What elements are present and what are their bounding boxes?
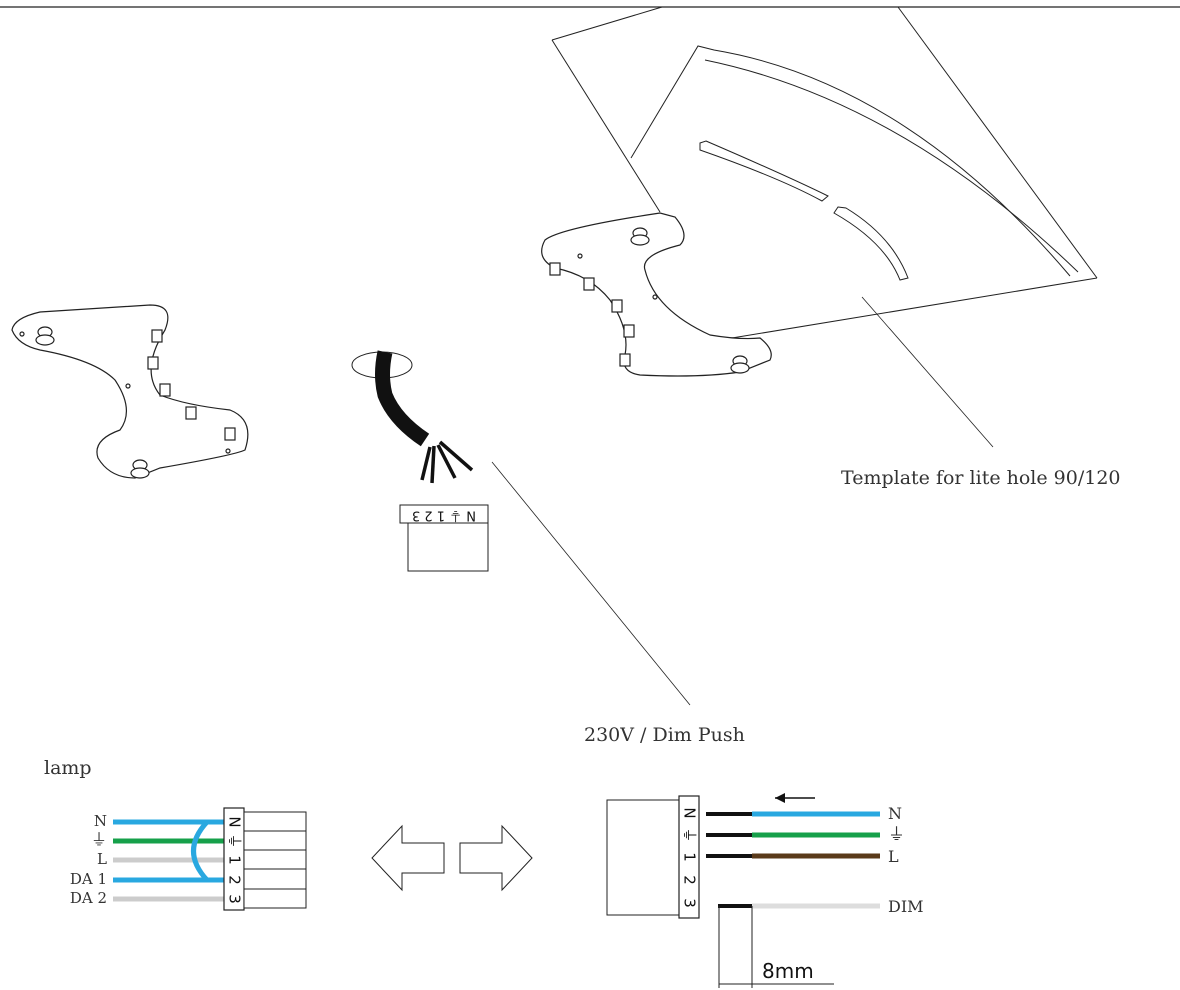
supply-wire-label: DIM <box>888 897 924 916</box>
supply-terminal-body <box>606 799 680 916</box>
lamp-wire-label: ⏚ <box>91 830 107 849</box>
leader-power <box>491 461 691 706</box>
supply-terminal-digit: N <box>681 807 699 818</box>
supply-terminal-digit: 3 <box>681 898 699 908</box>
core-wire <box>438 440 474 472</box>
top-terminal-digits: N ⏚ 1 2 3 <box>412 508 476 523</box>
lamp-bridge <box>191 820 209 882</box>
arrow-left-icon <box>371 824 445 892</box>
core-wire <box>430 445 436 484</box>
supply-wire-label: N <box>888 804 902 823</box>
lamp-wire-label: N <box>94 812 107 830</box>
lamp-terminal-digit: ⏚ <box>226 833 244 848</box>
lamp-terminal-digit: 2 <box>226 875 244 885</box>
supply-terminal-digit: 1 <box>681 852 699 862</box>
template-sheet <box>551 6 1098 339</box>
core-wire <box>420 446 432 481</box>
core-wire <box>436 444 457 479</box>
mounting-plate-right <box>541 212 772 377</box>
template-label: Template for lite hole 90/120 <box>841 467 1121 489</box>
strip-length-label: 8mm <box>762 959 814 983</box>
supply-wiring: N ⏚ 1 2 3 N ⏚ L DIM 8mm <box>606 793 924 988</box>
ceiling-hole <box>351 350 474 484</box>
lamp-terminal-digit: 1 <box>226 855 244 865</box>
lamp-wire-label: DA 2 <box>70 889 107 907</box>
supply-terminal <box>678 795 700 919</box>
power-cable <box>375 350 430 447</box>
insert-direction-icon <box>775 793 785 803</box>
supply-terminal-digit: ⏚ <box>681 827 699 842</box>
top-terminal-block: N ⏚ 1 2 3 <box>399 504 489 572</box>
supply-terminal-digit: 2 <box>681 875 699 885</box>
lamp-terminal-digit: 3 <box>226 894 244 904</box>
lamp-wire-label: DA 1 <box>70 870 107 888</box>
power-label: 230V / Dim Push <box>584 724 745 746</box>
lamp-wire-label: L <box>97 850 107 868</box>
leader-template <box>861 296 994 448</box>
lamp-wiring: N ⏚ L DA 1 DA 2 N ⏚ 1 2 3 <box>70 807 307 911</box>
lamp-terminal-digit: N <box>226 816 244 827</box>
supply-wire-label: ⏚ <box>888 825 905 845</box>
mounting-plate-left <box>11 304 249 479</box>
supply-wire-label: L <box>888 847 899 866</box>
lamp-label: lamp <box>44 757 92 779</box>
arrow-right-icon <box>459 824 533 892</box>
